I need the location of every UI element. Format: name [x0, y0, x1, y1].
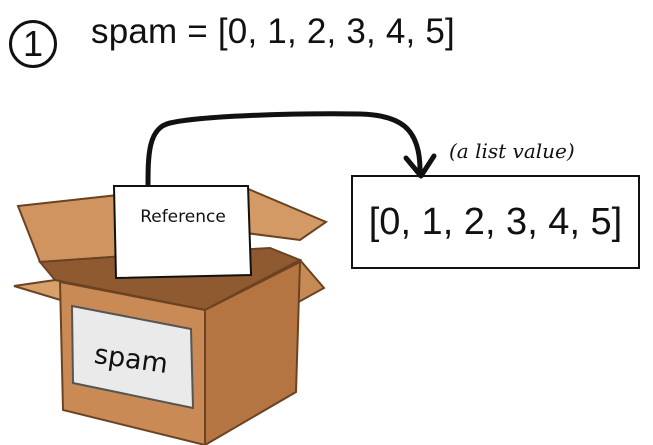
list-value-box: [0, 1, 2, 3, 4, 5]	[351, 175, 640, 269]
reference-card: Reference	[112, 185, 253, 280]
curved-arrow-icon	[145, 111, 437, 191]
cardboard-box-icon: Reference spam	[13, 185, 329, 445]
step-number-badge: 1	[9, 20, 57, 68]
step-number: 1	[22, 23, 44, 64]
code-statement: spam = [0, 1, 2, 3, 4, 5]	[91, 12, 455, 51]
list-value-text: [0, 1, 2, 3, 4, 5]	[368, 200, 623, 243]
spam-label: spam	[70, 304, 195, 410]
reference-card-label: Reference	[140, 207, 226, 227]
list-value-annotation: (a list value)	[449, 139, 575, 163]
